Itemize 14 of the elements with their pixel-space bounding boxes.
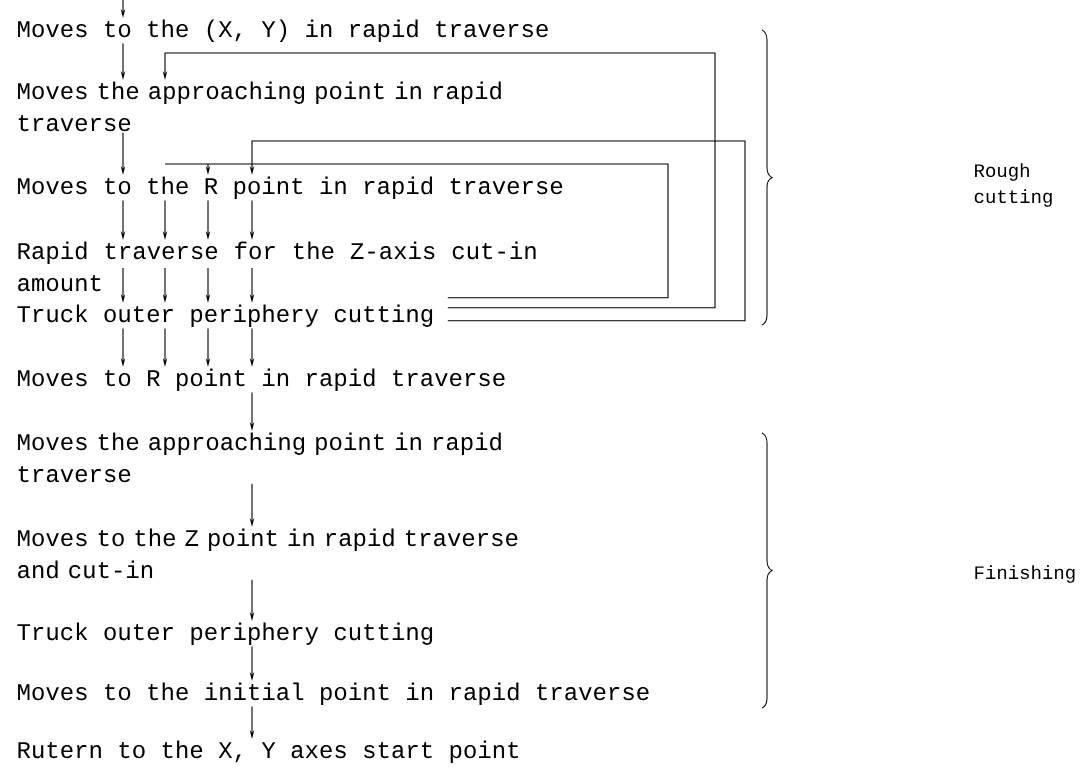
step-text: Moves to the initial point in rapid traverse bbox=[18, 682, 649, 705]
step-text: Moves the approaching point in rapid traverse bbox=[18, 81, 501, 132]
step-text: Moves to R point in rapid traverse bbox=[18, 368, 505, 391]
step-text: Moves the approaching point in rapid traverse bbox=[18, 432, 501, 483]
phase-label: Finishing bbox=[975, 565, 1075, 583]
step-text: Truck outer periphery cutting bbox=[17, 622, 433, 645]
step-text: Moves to the (X, Y) in rapid traverse bbox=[18, 19, 548, 42]
phase-label: Rough cutting bbox=[974, 163, 1052, 207]
step-text: Rapid traverse for the Z-axis cut-in amount bbox=[18, 241, 536, 292]
step-text: Moves to the R point in rapid traverse bbox=[18, 176, 563, 199]
step-text: Moves to the Z point in rapid traverse and cut-in bbox=[18, 528, 518, 579]
step-text: Truck outer periphery cutting bbox=[17, 304, 433, 327]
loop-arrow bbox=[164, 163, 669, 299]
step-text: Rutern to the X, Y axes start point bbox=[18, 740, 519, 763]
